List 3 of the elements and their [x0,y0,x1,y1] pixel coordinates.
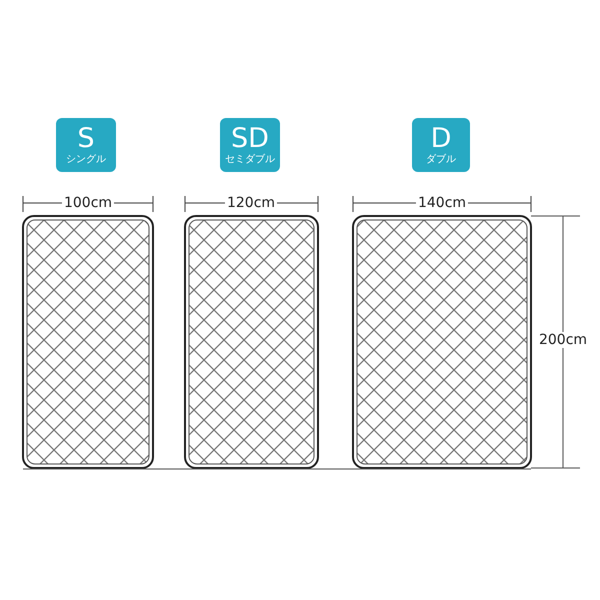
size-badge: D ダブル [412,118,470,172]
size-badge: S シングル [56,118,116,172]
size-badge: SD セミダブル [220,118,280,172]
